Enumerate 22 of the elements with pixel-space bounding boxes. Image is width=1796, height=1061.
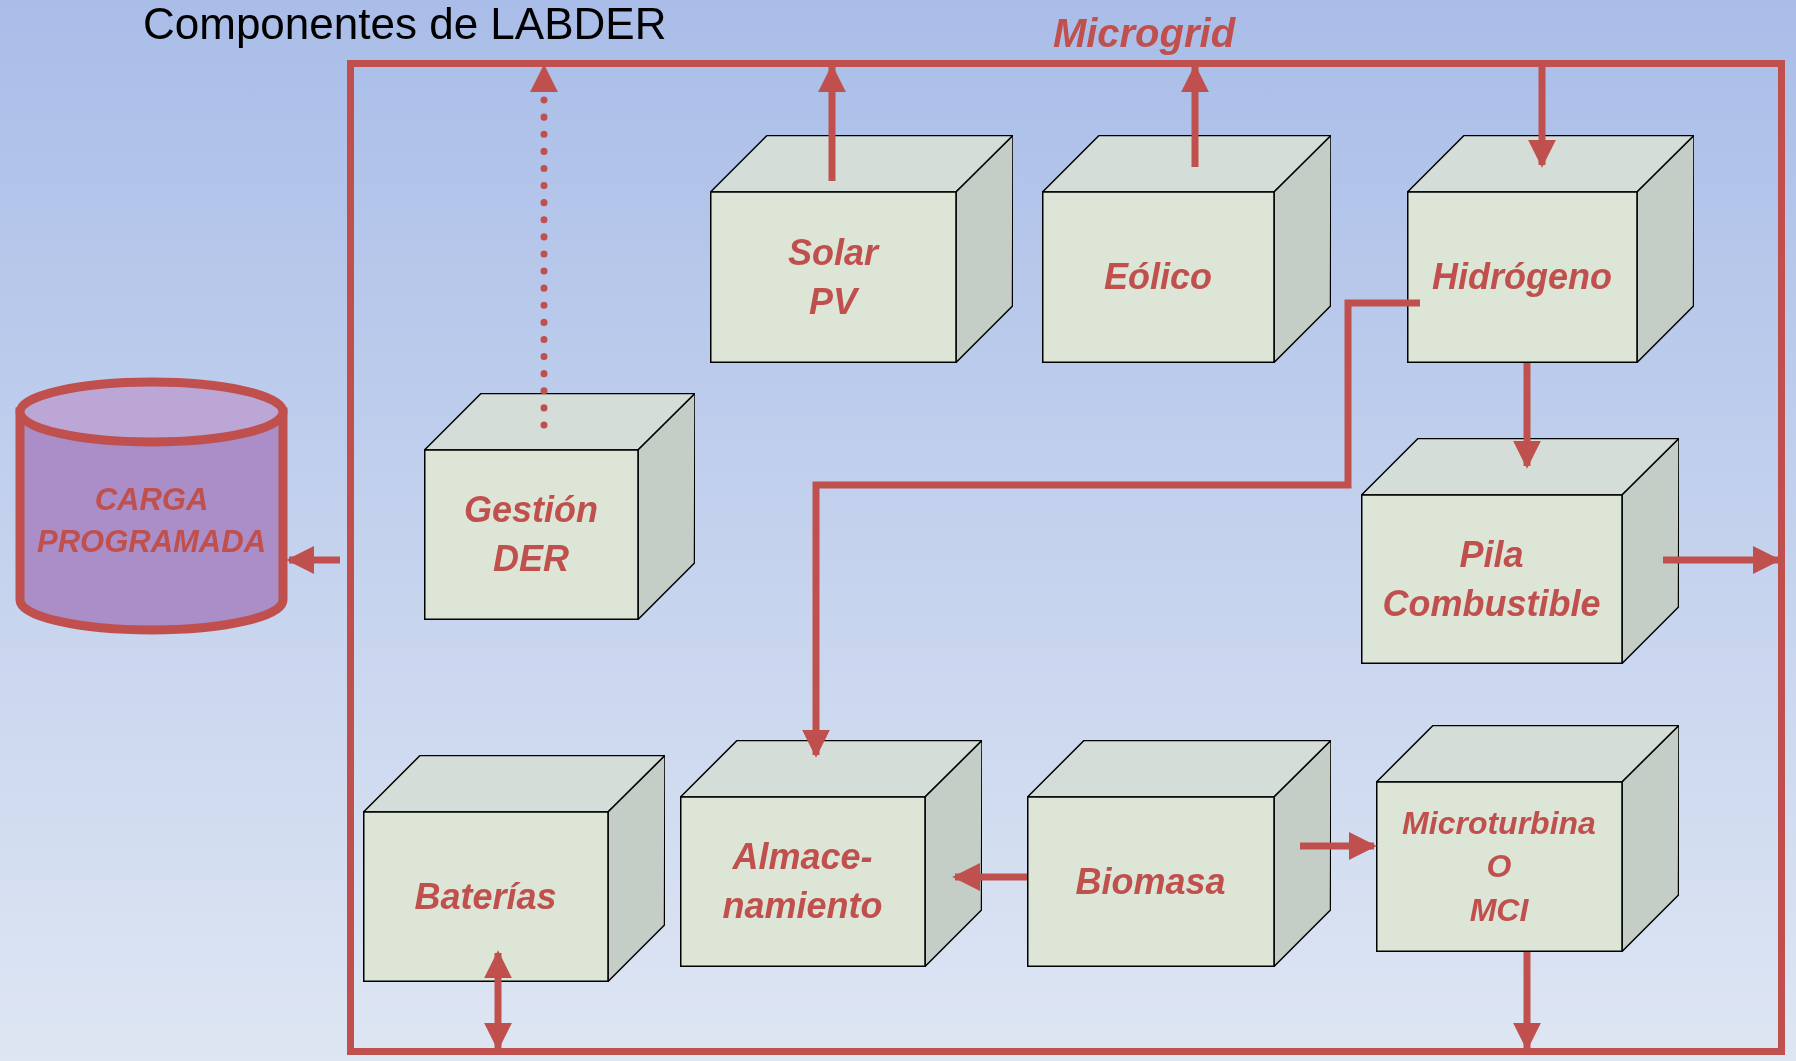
arrow (818, 64, 846, 181)
arrow (1663, 546, 1781, 574)
block-label: Almace- namiento (721, 835, 884, 928)
arrow (1513, 363, 1541, 469)
arrow (952, 863, 1027, 891)
cylinder-label: CARGA PROGRAMADA (35, 481, 268, 561)
arrow (802, 299, 1420, 758)
block-label: Gestión DER (463, 488, 599, 581)
arrow (1513, 952, 1541, 1051)
block-label: Baterías (414, 874, 557, 919)
block-label: Biomasa (1075, 859, 1226, 904)
arrow (484, 950, 512, 1051)
block-label: Pila Combustible (1381, 532, 1602, 626)
block-label: Eólico (1104, 255, 1212, 300)
block-label: Solar PV (786, 230, 881, 324)
arrow (1181, 64, 1209, 167)
frame-heading: Microgrid (1051, 10, 1237, 57)
arrow (1300, 832, 1377, 860)
title: Componentes de LABDER (143, 2, 667, 46)
block-label: Hidrógeno (1432, 255, 1612, 300)
block-label: Microturbina O MCI (1401, 804, 1597, 930)
cylinder (14, 376, 289, 636)
